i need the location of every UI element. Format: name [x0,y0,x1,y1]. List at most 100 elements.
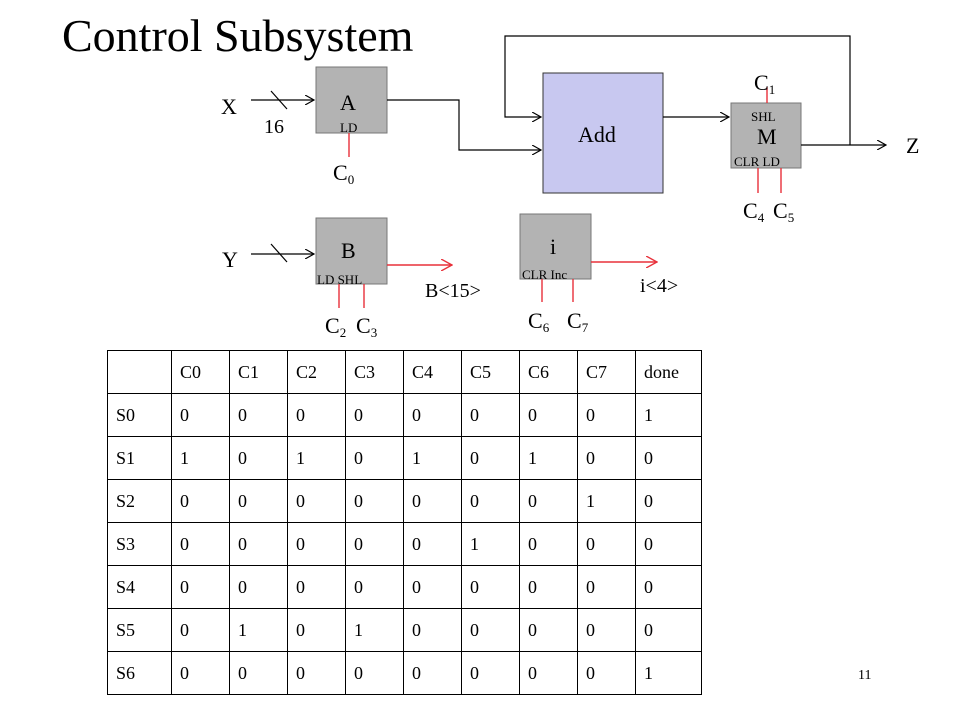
table-cell: 0 [403,608,462,652]
table-cell: 0 [229,522,288,566]
table-cell: 1 [635,651,702,695]
table-row: S3 0 0 0 0 0 1 0 0 0 [107,522,702,566]
table-cell: 0 [403,565,462,609]
c5-label: C5 [773,198,795,225]
adder-block [542,72,664,194]
page-number: 11 [858,668,872,683]
table-cell: 0 [577,522,636,566]
x-bus-slash [270,90,288,110]
table-cell: 0 [461,608,520,652]
table-cell: 1 [171,436,230,480]
table-cell: 0 [403,651,462,695]
table-cell: 0 [171,479,230,523]
table-cell: 0 [519,479,578,523]
table-cell: 0 [577,565,636,609]
header-cell: C3 [345,350,404,394]
c4-label: C4 [743,198,765,225]
table-row: S5 0 1 0 1 0 0 0 0 0 [107,608,702,652]
c1-label: C1 [754,70,776,97]
table-cell: 0 [287,522,346,566]
control-signal-table: C0 C1 C2 C3 C4 C5 C6 C7 done S0 0 0 0 0 … [107,350,702,695]
register-m-top-port: SHL [751,109,776,124]
counter-i-label: i [550,234,557,259]
i4-label: i<4> [640,275,679,297]
register-a-ports: LD [340,120,358,135]
table-cell: 0 [229,393,288,437]
table-cell: 0 [461,651,520,695]
table-cell: 0 [403,479,462,523]
table-cell: 0 [403,393,462,437]
table-cell: 1 [403,436,462,480]
table-cell: 0 [461,479,520,523]
y-input-label: Y [222,247,238,272]
table-cell: S6 [107,651,172,695]
register-a-label: A [340,90,356,115]
header-cell: C4 [403,350,462,394]
table-cell: S5 [107,608,172,652]
table-cell: 0 [519,651,578,695]
x-bus-width: 16 [264,116,284,138]
datapath-diagram [251,35,960,308]
table-cell: 0 [287,608,346,652]
table-cell: 0 [577,393,636,437]
header-cell: C7 [577,350,636,394]
table-cell: 1 [345,608,404,652]
counter-i-ports: CLR Inc [522,267,568,282]
z-output-label: Z [906,133,920,158]
table-row: S0 0 0 0 0 0 0 0 0 1 [107,393,702,437]
table-cell: 0 [345,651,404,695]
table-row: S2 0 0 0 0 0 0 0 1 0 [107,479,702,523]
header-cell: C6 [519,350,578,394]
header-cell: C1 [229,350,288,394]
table-cell: 0 [171,565,230,609]
table-cell: 0 [345,479,404,523]
register-b-block [315,217,388,285]
adder-label: Add [578,122,616,147]
table-cell: 0 [171,522,230,566]
header-cell: C0 [171,350,230,394]
table-cell: 1 [461,522,520,566]
b15-label: B<15> [425,280,481,302]
table-cell: 0 [635,436,702,480]
table-cell: 0 [345,393,404,437]
table-cell: 0 [461,436,520,480]
table-cell: 0 [461,565,520,609]
table-cell: 1 [577,479,636,523]
table-header-row: C0 C1 C2 C3 C4 C5 C6 C7 done [107,350,702,394]
table-cell: 0 [635,608,702,652]
register-a-block [315,66,388,134]
c6-label: C6 [528,308,550,335]
table-cell: 0 [519,608,578,652]
register-b-ports: LD SHL [317,272,363,287]
table-cell: 0 [635,479,702,523]
table-cell: 1 [287,436,346,480]
register-b-label: B [341,238,356,263]
table-row: S6 0 0 0 0 0 0 0 0 1 [107,651,702,695]
c3-label: C3 [356,313,378,340]
table-cell: 1 [519,436,578,480]
table-cell: 0 [519,393,578,437]
table-cell: 0 [287,393,346,437]
table-cell: 0 [287,565,346,609]
table-row: S4 0 0 0 0 0 0 0 0 0 [107,565,702,609]
table-cell: 0 [171,608,230,652]
table-cell: 0 [635,565,702,609]
header-cell [107,350,172,394]
header-cell: C2 [287,350,346,394]
table-cell: S3 [107,522,172,566]
table-cell: 0 [229,651,288,695]
c7-label: C7 [567,308,589,335]
table-cell: 0 [287,479,346,523]
table-cell: 0 [577,608,636,652]
table-cell: 0 [229,565,288,609]
table-cell: 0 [519,565,578,609]
table-cell: 1 [229,608,288,652]
table-cell: 0 [287,651,346,695]
table-cell: S4 [107,565,172,609]
table-row: S1 1 0 1 0 1 0 1 0 0 [107,436,702,480]
table-cell: 0 [577,436,636,480]
c0-label: C0 [333,160,355,187]
header-cell: C5 [461,350,520,394]
page-title: Control Subsystem [62,10,414,61]
table-cell: 0 [345,565,404,609]
